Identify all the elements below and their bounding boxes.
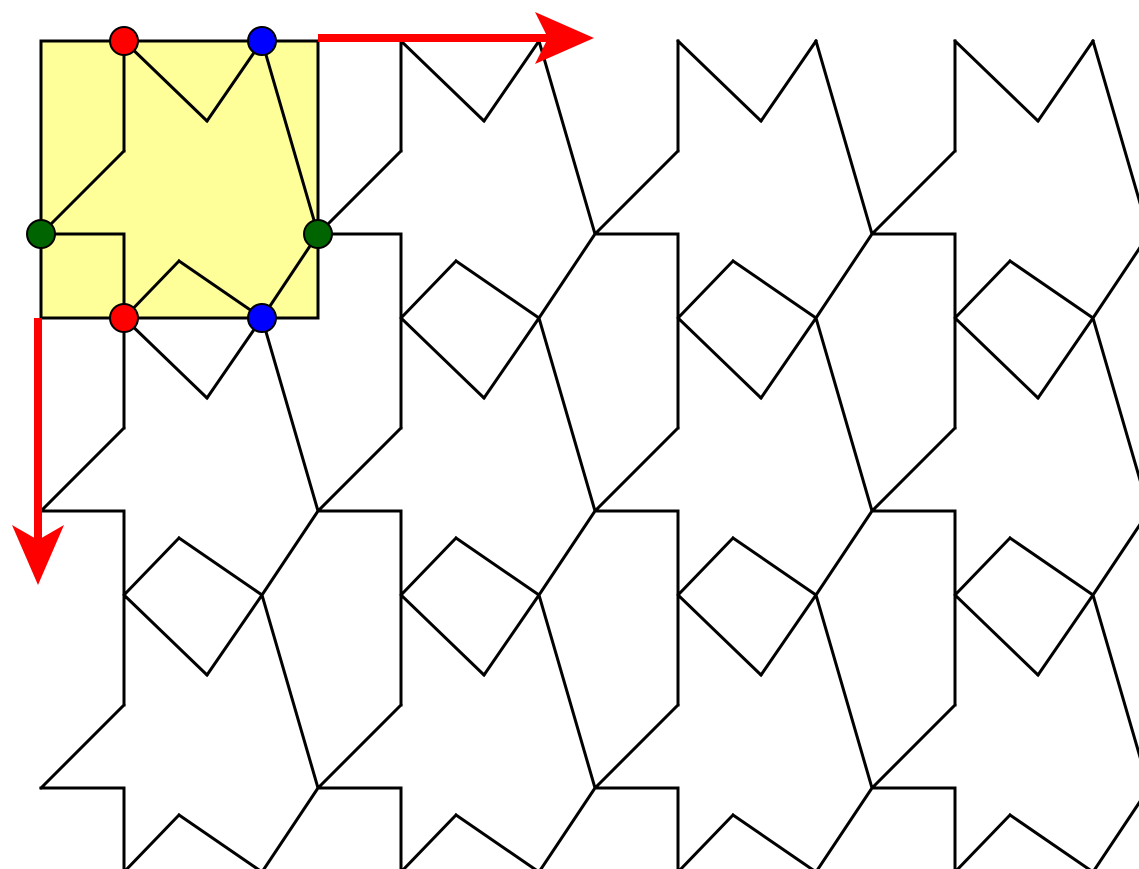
tiling-pattern: [38, 38, 1139, 869]
green-vertex-left: [26, 219, 56, 249]
red-vertex-bottom: [109, 303, 139, 333]
blue-vertex-bottom: [247, 303, 277, 333]
translation-arrows: [12, 12, 594, 585]
red-vertex-top: [109, 26, 139, 56]
horizontal-translation-arrowhead: [535, 12, 594, 64]
vertical-translation-arrowhead: [12, 525, 64, 585]
vertex-markers: [26, 26, 333, 333]
green-vertex-right: [303, 219, 333, 249]
blue-vertex-top: [247, 26, 277, 56]
tiling-edges: [38, 38, 1139, 869]
fundamental-tile: [41, 41, 318, 318]
